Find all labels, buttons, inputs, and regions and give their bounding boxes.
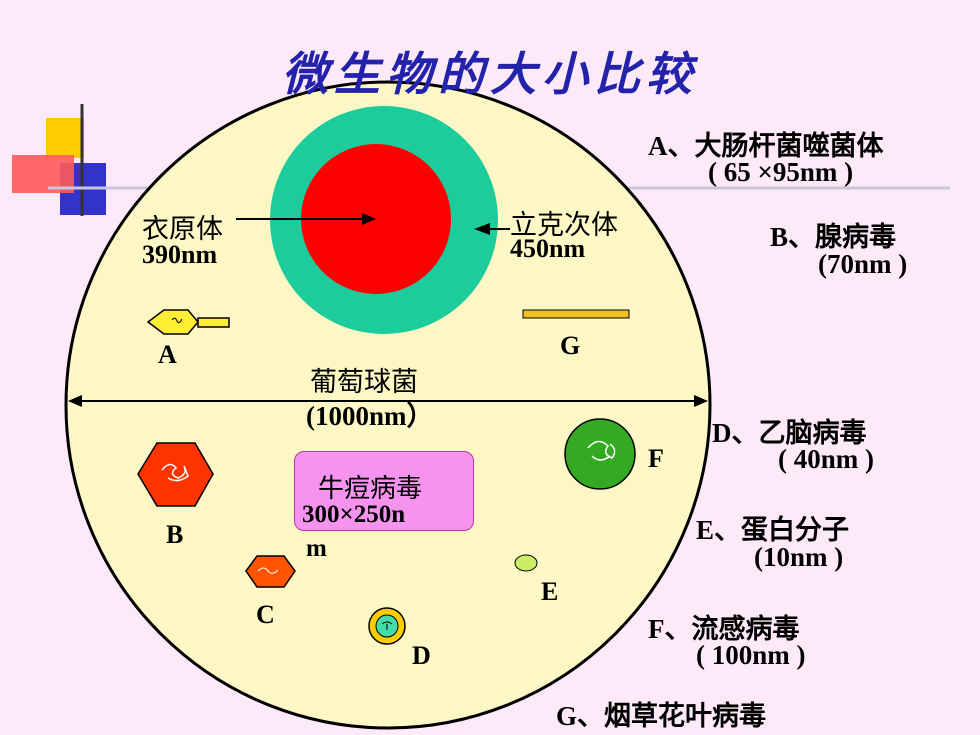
legend-d-name: D、乙脑病毒 <box>712 418 867 448</box>
chlamydia-size: 390nm <box>142 240 218 269</box>
legend-b-size: (70nm ) <box>818 249 908 279</box>
label-f: F <box>648 444 664 473</box>
legend-f-name: F、流感病毒 <box>648 614 800 644</box>
legend-e-name: E、蛋白分子 <box>696 515 850 545</box>
influenza-shape <box>564 418 636 490</box>
rickettsia-size: 450nm <box>510 234 586 263</box>
legend-d-size: ( 40nm ) <box>778 444 874 474</box>
tmv-rod <box>522 309 630 319</box>
diameter-arrowhead-left <box>68 395 82 407</box>
c-virus-shape <box>245 555 296 588</box>
label-e: E <box>541 577 559 606</box>
vaccinia-name: 牛痘病毒 <box>318 474 423 504</box>
je-virus-shape <box>368 607 406 645</box>
label-a: A <box>158 340 177 369</box>
vaccinia-box <box>294 451 474 531</box>
legend-a-name: A、大肠杆菌噬菌体 <box>648 131 884 161</box>
legend-g-name: G、烟草花叶病毒 <box>556 701 767 731</box>
legend-b-name: B、腺病毒 <box>770 222 897 252</box>
staphylococcus-circle <box>64 80 712 730</box>
label-d: D <box>412 641 431 670</box>
protein-molecule <box>514 554 538 572</box>
vaccinia-size-cont: m <box>306 535 327 562</box>
chlamydia-arrowhead <box>362 213 376 225</box>
page-title: 微生物的大小比较 <box>282 47 698 101</box>
legend-a-size: ( 65 ×95nm ) <box>708 157 854 187</box>
rickettsia-name: 立克次体 <box>510 210 618 241</box>
staph-size: (1000nm） <box>306 401 434 431</box>
vaccinia-size: 300×250n <box>302 501 406 528</box>
legend-e-size: (10nm ) <box>754 542 844 572</box>
phage-shape <box>146 309 230 335</box>
label-c: C <box>256 600 275 629</box>
adenovirus-shape <box>137 442 214 507</box>
label-g: G <box>560 331 581 360</box>
rickettsia-arrowhead <box>474 223 490 235</box>
staph-name: 葡萄球菌 <box>310 367 418 398</box>
chlamydia-name: 衣原体 <box>142 214 223 245</box>
deco-yellow-square <box>46 118 84 158</box>
legend-f-size: ( 100nm ) <box>696 640 806 670</box>
label-b: B <box>166 520 184 549</box>
diameter-arrowhead-right <box>694 395 708 407</box>
